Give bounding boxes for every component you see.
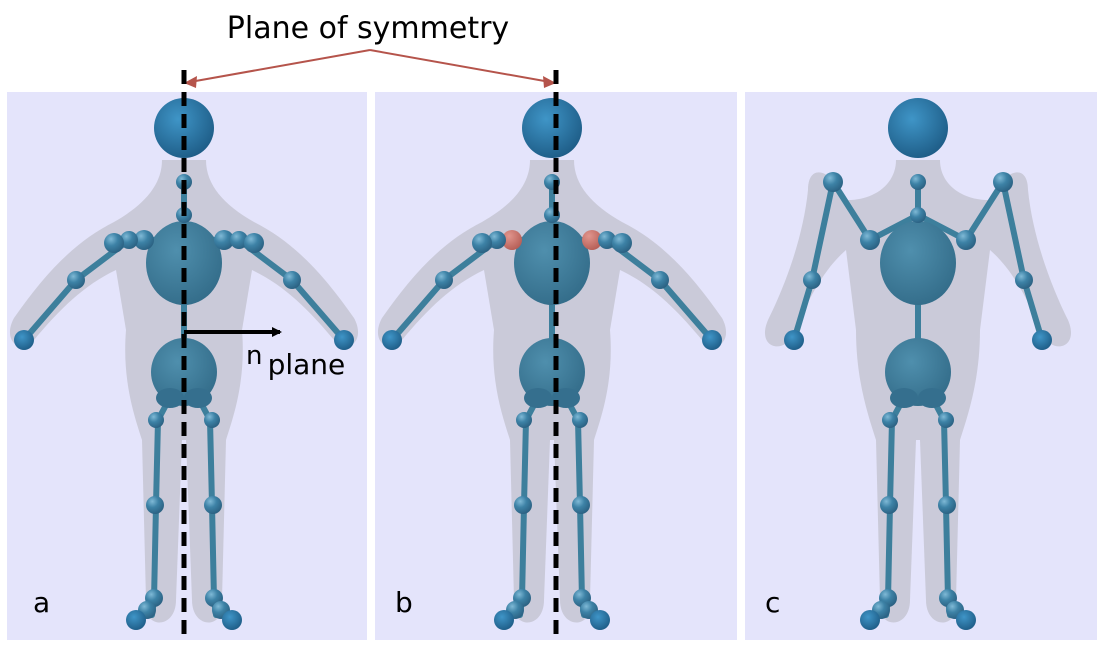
joint	[516, 412, 532, 428]
joint	[572, 496, 590, 514]
bone	[791, 277, 815, 343]
joint	[910, 174, 926, 190]
bone	[830, 179, 873, 243]
bone	[1021, 277, 1045, 343]
bone	[207, 417, 215, 508]
bone	[657, 277, 715, 343]
skeleton-figure-b	[377, 98, 727, 630]
normal-vector-main: n	[246, 341, 262, 371]
normal-vector-subscript: plane	[268, 348, 346, 381]
bone	[151, 502, 159, 603]
bone	[289, 277, 347, 343]
hip-joint	[524, 388, 552, 408]
bone	[809, 179, 836, 283]
joint	[784, 330, 804, 350]
bone	[963, 179, 1006, 243]
joint	[435, 271, 453, 289]
bone	[577, 502, 585, 603]
head	[522, 98, 582, 158]
torso-blob	[880, 221, 956, 305]
highlighted-joint	[582, 230, 602, 250]
joint	[590, 610, 610, 630]
highlighted-joint	[502, 230, 522, 250]
figure-title: Plane of symmetry	[227, 11, 509, 46]
bone	[941, 417, 949, 508]
joint	[1015, 271, 1033, 289]
joint	[494, 610, 514, 630]
joint	[860, 230, 880, 250]
joint	[910, 207, 926, 223]
joint	[126, 610, 146, 630]
joint	[823, 172, 843, 192]
hip-joint	[552, 388, 580, 408]
joint	[572, 412, 588, 428]
bone	[153, 417, 161, 508]
bone	[1000, 179, 1027, 283]
panel-label-a: a	[33, 586, 50, 619]
hip-joint	[890, 388, 918, 408]
joint	[134, 230, 154, 250]
joint	[204, 412, 220, 428]
joint	[14, 330, 34, 350]
bone	[21, 277, 79, 343]
joint	[956, 230, 976, 250]
joint	[244, 233, 264, 253]
joint	[146, 496, 164, 514]
joint	[283, 271, 301, 289]
joint	[993, 172, 1013, 192]
joint	[148, 412, 164, 428]
joint	[860, 610, 880, 630]
normal-vector-label: n plane	[246, 341, 345, 381]
joint	[204, 496, 222, 514]
joint	[334, 330, 354, 350]
head	[888, 98, 948, 158]
bone	[575, 417, 583, 508]
bone	[521, 417, 529, 508]
bone	[885, 502, 893, 603]
joint	[598, 231, 616, 249]
joint	[214, 230, 234, 250]
title-callout	[184, 49, 556, 88]
bone	[209, 502, 217, 603]
joint	[612, 233, 632, 253]
joint	[882, 412, 898, 428]
joint	[938, 412, 954, 428]
torso-blob	[146, 221, 222, 305]
bone	[389, 277, 447, 343]
joint	[1032, 330, 1052, 350]
bone	[887, 417, 895, 508]
bone	[943, 502, 951, 603]
joint	[472, 233, 492, 253]
hip-joint	[918, 388, 946, 408]
joint	[230, 231, 248, 249]
torso-blob	[514, 221, 590, 305]
skeleton-figure-c	[764, 98, 1072, 630]
panel-label-b: b	[395, 586, 413, 619]
joint	[938, 496, 956, 514]
bone	[519, 502, 527, 603]
joint	[651, 271, 669, 289]
hip-joint	[184, 388, 212, 408]
panel-label-c: c	[765, 586, 780, 619]
joint	[67, 271, 85, 289]
joint	[222, 610, 242, 630]
joint	[803, 271, 821, 289]
joint	[514, 496, 532, 514]
joint	[382, 330, 402, 350]
joint	[488, 231, 506, 249]
joint	[104, 233, 124, 253]
hip-joint	[156, 388, 184, 408]
joint	[702, 330, 722, 350]
joint	[956, 610, 976, 630]
joint	[880, 496, 898, 514]
joint	[120, 231, 138, 249]
